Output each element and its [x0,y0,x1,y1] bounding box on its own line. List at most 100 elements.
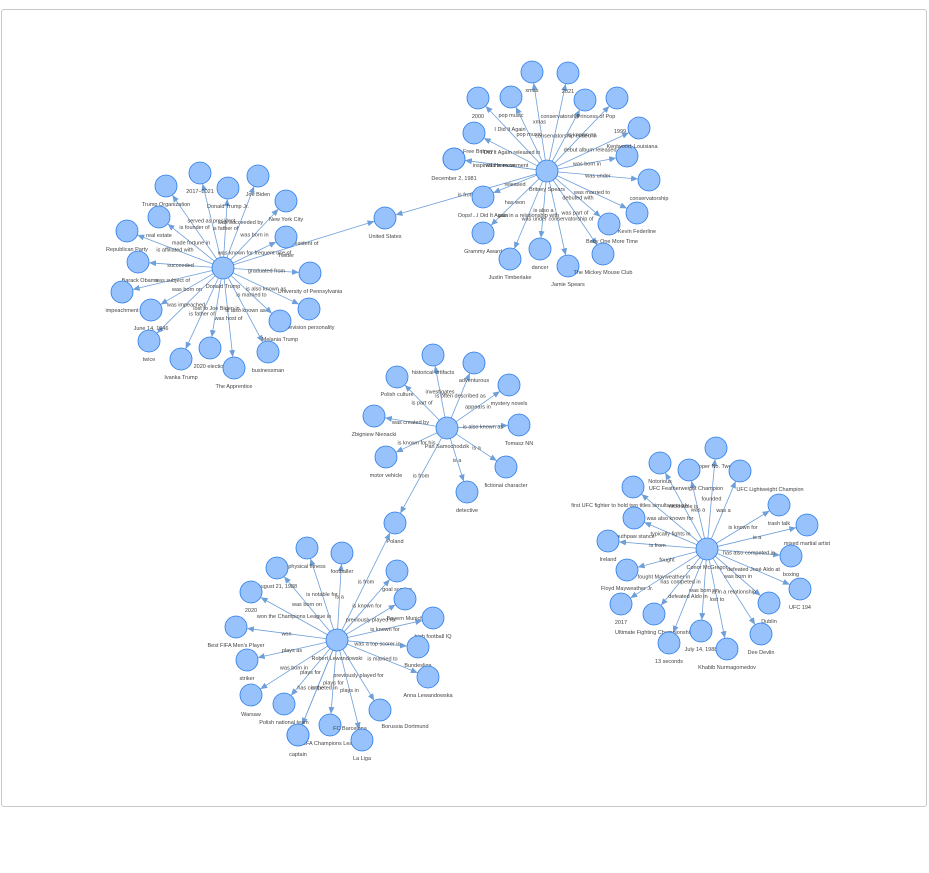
node-circle[interactable] [416,665,440,689]
node-t_twitter[interactable]: Twitter [274,225,298,259]
node-circle[interactable] [622,506,646,530]
node-circle[interactable] [362,404,386,428]
node-circle[interactable] [597,212,621,236]
edge-pan-p_detective[interactable] [449,438,465,482]
edge-trump-t_twice[interactable] [156,275,216,334]
node-circle[interactable] [137,329,161,353]
node-b_2000[interactable]: 2000 [466,86,490,120]
node-circle[interactable] [625,201,649,225]
node-b_cons[interactable]: conservatorship [541,88,597,120]
node-circle[interactable] [499,85,523,109]
edge-trump-t_biden[interactable] [226,186,255,258]
node-circle[interactable] [298,261,322,285]
node-circle[interactable] [169,347,193,371]
node-circle[interactable] [556,61,580,85]
edge-conor-c_proper[interactable] [707,458,718,539]
node-circle[interactable] [154,174,178,198]
node-c_boxing[interactable]: boxing [779,544,803,578]
graph-canvas[interactable] [1,9,927,807]
node-p_artifacts[interactable]: historical artifacts [412,343,455,376]
node-circle[interactable] [657,631,681,655]
edge-lewandowski-l_laliga[interactable] [339,650,361,730]
node-b_popmusic[interactable]: pop music [498,85,524,119]
node-circle[interactable] [374,445,398,469]
node-b_oops[interactable]: Oops!...I Did It Again [458,185,508,219]
node-circle[interactable] [494,455,518,479]
edge-lewandowski-l_munich[interactable] [346,604,396,635]
edge-lewandowski-l_fitness[interactable] [309,558,334,630]
node-circle[interactable] [325,628,349,652]
node-l_goalscoring[interactable]: goal scoring [382,559,412,593]
node-conor[interactable]: Conor McGregor [687,537,728,571]
node-circle[interactable] [126,250,150,274]
edge-pan-p_adventurous[interactable] [450,373,470,418]
node-t_obama[interactable]: Barack Obama [122,250,160,284]
node-circle[interactable] [497,373,521,397]
edge-britney-b_kentwood[interactable] [557,156,617,170]
node-l_munich[interactable]: Bayern Munich [387,587,424,622]
node-t_realestate[interactable]: real estate [146,205,172,239]
edge-conor-c_feather[interactable] [690,480,705,539]
node-circle[interactable] [385,559,409,583]
node-t_ivanka[interactable]: Ivanka Trump [164,347,198,381]
node-circle[interactable] [211,256,235,280]
node-c_floyd[interactable]: Floyd Mayweather Jr. [601,558,654,592]
edge-pan-p_mystery[interactable] [455,391,500,423]
edge-britney-b_cons[interactable] [551,109,580,162]
node-circle[interactable] [406,635,430,659]
node-l_aug[interactable]: August 21, 1988 [257,556,297,590]
node-p_adventurous[interactable]: adventurous [459,351,490,384]
node-circle[interactable] [421,343,445,367]
node-l_captain[interactable]: captain [286,723,310,758]
node-l_bestfifa[interactable]: Best FIFA Men's Player [208,615,265,649]
node-b_xmas[interactable]: xmas [520,60,544,94]
edge-lewandowski-l_footballer[interactable] [337,563,344,630]
edge-trump-t_ivanka[interactable] [185,277,219,350]
node-t_twice[interactable]: twice [137,329,161,363]
node-t_apprentice[interactable]: The Apprentice [216,356,253,390]
node-circle[interactable] [695,537,719,561]
node-l_2020[interactable]: 2020 [239,580,263,614]
edge-trump-t_obama[interactable] [148,260,213,268]
edge-lewandowski-l_2020[interactable] [260,597,328,635]
node-c_proper[interactable]: Proper No. Twelve [693,436,739,470]
node-circle[interactable] [421,606,445,630]
node-p_detective[interactable]: detective [455,480,479,514]
node-c_2017[interactable]: 2017 [609,592,633,626]
edge-britney-b_dancer[interactable] [538,181,547,239]
edge-pan-p_tomasz[interactable] [457,422,509,429]
node-circle[interactable] [621,475,645,499]
edge-lewandowski-l_fcb[interactable] [328,650,337,715]
node-circle[interactable] [749,622,773,646]
edge-trump-t_upenn[interactable] [233,268,300,275]
edge-trump-us[interactable] [233,220,375,266]
edge-britney-b_dec[interactable] [464,158,537,170]
node-circle[interactable] [350,728,374,752]
node-circle[interactable] [689,619,713,643]
edge-conor-c_july[interactable] [699,559,707,621]
edge-pan-p_fictional[interactable] [455,433,497,461]
node-circle[interactable] [520,60,544,84]
node-l_iq[interactable]: high football IQ [415,606,453,640]
node-circle[interactable] [318,713,342,737]
edge-trump-t_apprentice[interactable] [223,278,236,358]
edge-conor-c_boxing[interactable] [717,549,781,558]
node-circle[interactable] [274,189,298,213]
edge-trump-t_impeach[interactable] [132,270,213,291]
node-c_first[interactable]: first UFC fighter to hold two titles sim… [571,475,689,509]
edge-lewandowski-l_bestfifa[interactable] [246,626,327,639]
edge-britney-b_kevin[interactable] [556,175,628,209]
node-circle[interactable] [596,529,620,553]
node-circle[interactable] [615,558,639,582]
node-poland[interactable]: Poland [383,511,407,545]
node-circle[interactable] [556,254,580,278]
edge-lewandowski-l_aug[interactable] [284,576,331,632]
node-l_warsaw[interactable]: Warsaw [239,683,263,718]
node-circle[interactable] [462,351,486,375]
node-us[interactable]: United States [368,206,402,240]
node-circle[interactable] [139,298,163,322]
edge-britney-b_conserv2[interactable] [557,171,639,182]
node-circle[interactable] [757,591,781,615]
edge-lewandowski-l_warsaw[interactable] [260,645,328,690]
edge-lewandowski-l_anna[interactable] [347,643,418,674]
